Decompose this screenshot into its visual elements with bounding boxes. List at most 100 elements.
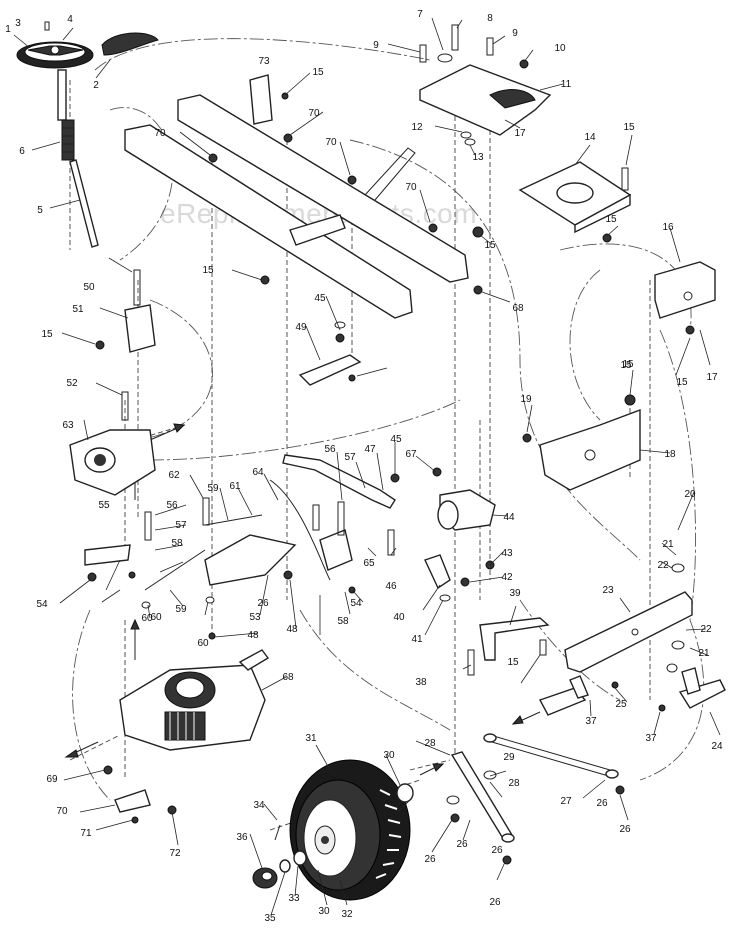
- callout-label: 45: [390, 434, 402, 445]
- shift-plate-53: [204, 534, 297, 586]
- callout-label: 68: [282, 672, 294, 683]
- callout-label: 35: [264, 913, 276, 924]
- wheel-hub-parts: [252, 783, 414, 889]
- bracket-39: [479, 617, 550, 661]
- frame-rail-left: [124, 124, 413, 319]
- callout-label: 56: [166, 500, 178, 511]
- tie-rod: [483, 733, 619, 779]
- callout-label: 46: [385, 581, 397, 592]
- shift-rod: [282, 454, 396, 509]
- callout-label: 70: [56, 806, 68, 817]
- callout-label: 58: [171, 538, 183, 549]
- callout-label: 21: [662, 539, 674, 550]
- callout-label: 20: [684, 489, 696, 500]
- callout-label: 9: [512, 28, 518, 39]
- transaxle: [119, 649, 270, 751]
- callout-label: 26: [491, 845, 503, 856]
- callout-label: 29: [503, 752, 515, 763]
- callout-label: 15: [620, 360, 632, 371]
- bracket-69: [114, 789, 151, 813]
- callout-label: 71: [80, 828, 92, 839]
- callout-label: 30: [318, 906, 330, 917]
- callout-label: 37: [645, 733, 657, 744]
- steering-wheel-cap: [101, 32, 159, 56]
- callout-label: 63: [62, 420, 74, 431]
- callout-label: 59: [175, 604, 187, 615]
- callout-label: 2: [93, 80, 99, 91]
- callout-label: 59: [207, 483, 219, 494]
- callout-label: 25: [615, 699, 627, 710]
- callout-label: 15: [623, 122, 635, 133]
- callout-label: 70: [405, 182, 417, 193]
- callout-label: 73: [258, 56, 270, 67]
- dash-bracket: [419, 64, 552, 136]
- callout-label: 30: [383, 750, 395, 761]
- transmission-62: [69, 429, 156, 496]
- callout-label: 55: [98, 500, 110, 511]
- callout-label: 15: [41, 329, 53, 340]
- callout-label: 8: [487, 13, 493, 24]
- front-wheel: [289, 759, 411, 901]
- callout-label: 67: [405, 449, 417, 460]
- front-axle: [564, 591, 693, 673]
- callout-label: 28: [508, 778, 520, 789]
- rear-bracket: [654, 261, 716, 319]
- bracket-64: [319, 529, 353, 571]
- callout-label: 15: [507, 657, 519, 668]
- callout-label: 54: [350, 598, 362, 609]
- callout-label: 51: [72, 304, 84, 315]
- guide-curves: [72, 38, 705, 801]
- mount-bracket-51: [124, 304, 156, 353]
- callout-label: 60: [141, 613, 153, 624]
- callout-label: 70: [325, 137, 337, 148]
- callout-label: 26: [456, 839, 468, 850]
- callout-label: 15: [676, 377, 688, 388]
- callout-label: 9: [373, 40, 379, 51]
- callout-label: 65: [363, 558, 375, 569]
- callout-label: 14: [584, 132, 596, 143]
- callout-label: 3: [15, 18, 21, 29]
- callout-label: 60: [150, 612, 162, 623]
- callout-label: 22: [700, 624, 712, 635]
- callout-label: 45: [314, 293, 326, 304]
- callout-label: 17: [514, 128, 526, 139]
- callout-label: 41: [411, 634, 423, 645]
- drag-link: [450, 751, 515, 843]
- callout-label: 31: [305, 733, 317, 744]
- callout-label: 26: [257, 598, 269, 609]
- callout-label: 15: [202, 265, 214, 276]
- seat-plate: [518, 161, 632, 234]
- callout-label: 11: [561, 79, 572, 90]
- callout-label: 49: [295, 322, 307, 333]
- callout-label: 19: [520, 394, 532, 405]
- spindle-right: [678, 667, 726, 709]
- callout-label: 26: [489, 897, 501, 908]
- frame-cross-member: [289, 147, 416, 246]
- strap-bracket: [298, 354, 362, 386]
- callout-label: 50: [83, 282, 95, 293]
- callout-label: 7: [417, 9, 423, 20]
- callout-label: 53: [249, 612, 261, 623]
- callout-label: 58: [337, 616, 349, 627]
- steering-shaft: [57, 69, 99, 248]
- callout-label: 17: [706, 372, 718, 383]
- callout-label: 1: [5, 24, 11, 35]
- steering-wheel: [16, 41, 94, 69]
- callout-label: 6: [19, 146, 25, 157]
- callout-label: 15: [622, 359, 634, 370]
- callout-label: 16: [662, 222, 674, 233]
- callout-label: 32: [341, 909, 353, 920]
- leader-lines: [13, 17, 721, 916]
- callout-label: 13: [472, 152, 484, 163]
- callout-label: 42: [501, 572, 513, 583]
- callout-label: 39: [509, 588, 521, 599]
- callout-label: 37: [585, 716, 597, 727]
- callout-label: 23: [602, 585, 614, 596]
- bracket-40: [424, 554, 451, 590]
- callout-label: 60: [197, 638, 209, 649]
- callout-label: 22: [657, 560, 669, 571]
- callout-label: 52: [66, 378, 78, 389]
- callout-label: 15: [605, 214, 617, 225]
